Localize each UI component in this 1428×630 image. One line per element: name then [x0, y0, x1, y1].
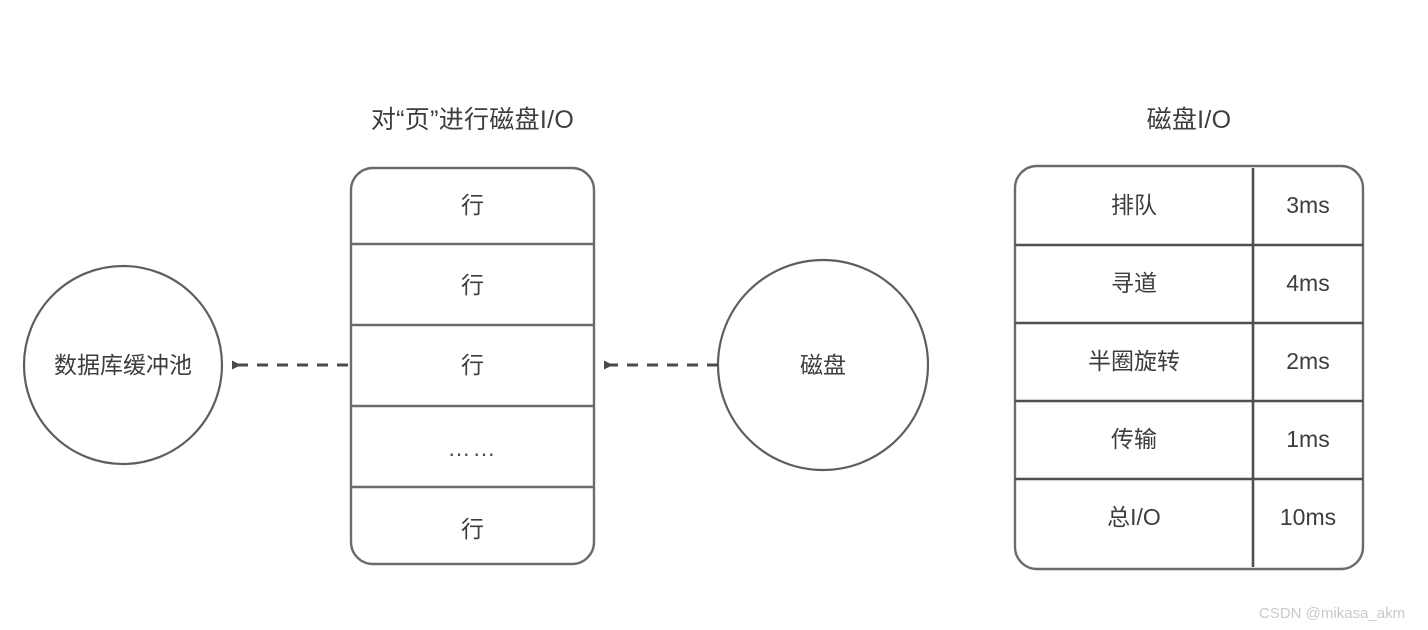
io-table-title: 磁盘I/O [1146, 106, 1232, 134]
page-box-title: 对“页”进行磁盘I/O [370, 106, 575, 134]
io-table-name-3: 半圈旋转 [1088, 348, 1180, 374]
watermark: CSDN @mikasa_akm [1259, 605, 1406, 622]
page-row-label-5: 行 [461, 516, 484, 542]
io-table-time-5: 10ms [1279, 504, 1337, 530]
io-table-time-3: 2ms [1286, 348, 1330, 374]
io-table-time-4: 1ms [1286, 426, 1330, 452]
io-table-name-4: 传输 [1111, 426, 1157, 452]
page-row-label-3: 行 [461, 352, 484, 378]
page-row-label-4: …… [447, 435, 498, 461]
io-table-name-5: 总I/O [1107, 504, 1161, 530]
page-box [349, 166, 596, 566]
io-table-box [1013, 164, 1365, 571]
io-table-time-1: 3ms [1286, 192, 1330, 218]
page-row-label-2: 行 [461, 272, 484, 298]
buffer-pool-circle [22, 264, 224, 466]
io-table-time-2: 4ms [1286, 270, 1330, 296]
io-table-name-2: 寻道 [1111, 270, 1157, 296]
page-row-label-1: 行 [461, 192, 484, 218]
disk-label: 磁盘 [800, 352, 846, 378]
buffer-pool-label: 数据库缓冲池 [54, 352, 192, 378]
io-table-name-1: 排队 [1111, 192, 1157, 218]
